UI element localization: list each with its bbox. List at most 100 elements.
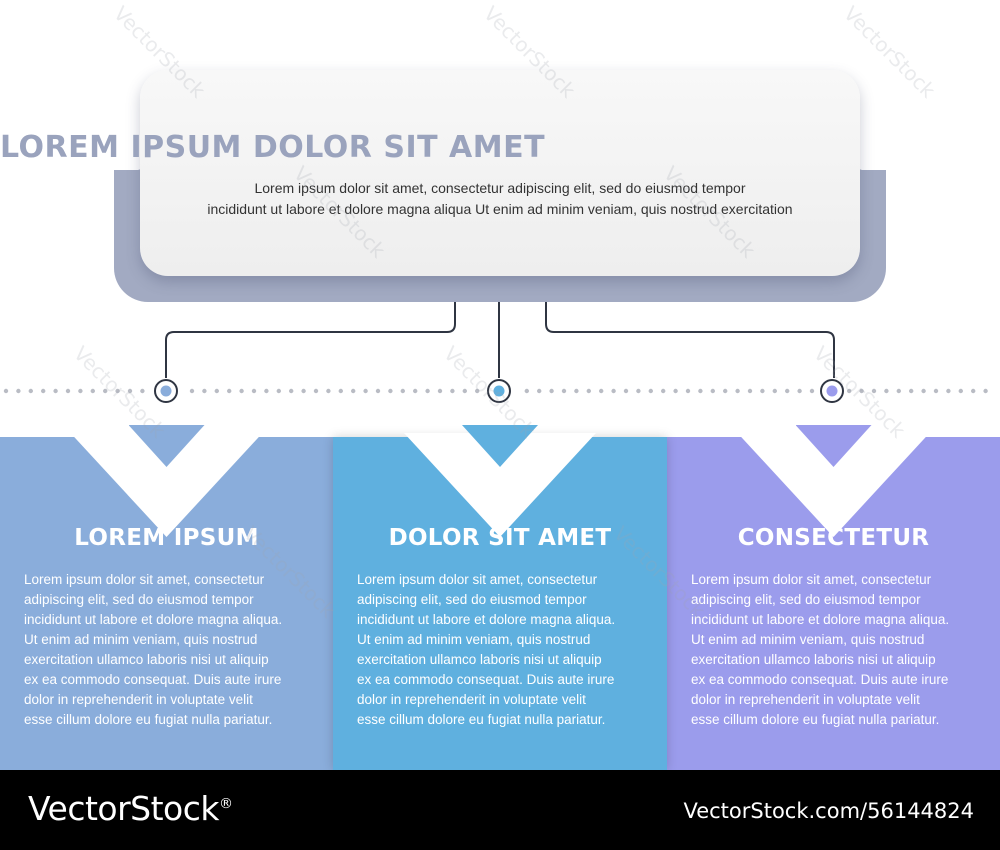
node-left-dot <box>160 385 172 397</box>
divider-dot <box>276 388 281 394</box>
divider-dot <box>524 388 529 394</box>
header-card <box>140 70 860 276</box>
divider-dot <box>264 388 269 394</box>
divider-dot <box>623 388 629 394</box>
divider-dot <box>103 388 108 394</box>
divider-dot <box>561 388 567 394</box>
divider-dot <box>549 388 554 394</box>
divider-dot <box>425 388 430 394</box>
column-1-title: LOREM IPSUM <box>74 525 259 551</box>
divider-dot <box>214 388 219 394</box>
divider-dot <box>450 388 455 394</box>
divider-dot <box>78 388 83 394</box>
divider-dot <box>400 388 405 394</box>
column-text-line: incididunt ut labore et dolore magna ali… <box>24 612 283 627</box>
divider-dot <box>388 388 393 394</box>
divider-dot <box>3 388 9 394</box>
column-1: LOREM IPSUM Lorem ipsum dolor sit amet, … <box>0 425 333 770</box>
column-text-line: exercitation ullamco laboris nisi ut ali… <box>691 652 936 667</box>
banner-brand: VectorStock® <box>28 789 233 828</box>
divider-dot <box>648 388 653 394</box>
divider-dot <box>760 388 765 394</box>
divider-dot <box>375 388 381 394</box>
divider-dot <box>809 388 815 394</box>
divider-dot <box>983 388 988 394</box>
divider-dot <box>338 388 343 394</box>
header-text-line-2: incididunt ut labore et dolore magna ali… <box>207 201 793 217</box>
divider-dot <box>301 388 306 394</box>
column-text-line: dolor in reprehenderit in voluptate veli… <box>357 692 586 707</box>
divider-dot <box>41 388 46 394</box>
divider-dot <box>909 388 914 394</box>
divider-dot <box>251 388 257 394</box>
divider-dot <box>53 388 58 394</box>
divider-dot <box>797 388 802 394</box>
divider-dot <box>871 388 877 394</box>
connector-left <box>165 298 456 378</box>
node-center-dot <box>493 385 505 397</box>
column-text-line: adipiscing elit, sed do eiusmod tempor <box>357 592 587 607</box>
divider-dot <box>599 388 604 394</box>
connector-lines <box>3 298 988 403</box>
divider-dot <box>413 388 418 394</box>
column-text-line: Ut enim ad minim veniam, quis nostrud <box>357 632 591 647</box>
divider-dot <box>710 388 715 394</box>
divider-dot <box>723 388 728 394</box>
column-text-line: Lorem ipsum dolor sit amet, consectetur <box>357 572 598 587</box>
column-text-line: incididunt ut labore et dolore magna ali… <box>357 612 616 627</box>
divider-dot <box>747 388 753 394</box>
column-text-line: esse cillum dolore eu fugiat nulla paria… <box>691 712 940 727</box>
divider-dot <box>227 388 232 394</box>
banner-image-ref: VectorStock.com/56144824 <box>683 799 974 823</box>
column-text-line: ex ea commodo consequat. Duis aute irure <box>24 672 282 687</box>
column-text-line: adipiscing elit, sed do eiusmod tempor <box>24 592 254 607</box>
registered-mark: ® <box>219 796 233 812</box>
divider-dot <box>896 388 901 394</box>
column-1-text: Lorem ipsum dolor sit amet, consectetur a… <box>24 570 321 730</box>
divider-dot <box>313 388 319 394</box>
column-text-line: exercitation ullamco laboris nisi ut ali… <box>24 652 269 667</box>
divider-dot <box>772 388 777 394</box>
column-text-line: Lorem ipsum dolor sit amet, consectetur <box>24 572 265 587</box>
column-text-line: dolor in reprehenderit in voluptate veli… <box>24 692 253 707</box>
divider-dot <box>574 388 579 394</box>
column-text-line: ex ea commodo consequat. Duis aute irure <box>357 672 615 687</box>
column-text-line: exercitation ullamco laboris nisi ut ali… <box>357 652 602 667</box>
divider-dot <box>140 388 145 394</box>
divider-dot <box>326 388 331 394</box>
divider-dot <box>351 388 356 394</box>
divider-dot <box>289 388 294 394</box>
divider-dot <box>127 388 133 394</box>
divider-dot <box>735 388 740 394</box>
divider-dot <box>202 388 207 394</box>
divider-dot <box>65 388 71 394</box>
divider-dot <box>971 388 976 394</box>
node-right-dot <box>826 385 838 397</box>
divider-dot <box>636 388 641 394</box>
column-text-line: Ut enim ad minim veniam, quis nostrud <box>691 632 925 647</box>
divider-dot <box>90 388 96 394</box>
divider-dot <box>537 388 542 394</box>
divider-dot <box>884 388 889 394</box>
divider-dot <box>189 388 195 394</box>
connector-nodes <box>154 379 844 403</box>
column-2-title: DOLOR SIT AMET <box>388 525 612 551</box>
divider-dot <box>785 388 790 394</box>
divider-dot <box>462 388 467 394</box>
divider-dot <box>847 388 852 394</box>
divider-dot <box>28 388 33 394</box>
column-3: CONSECTETUR Lorem ipsum dolor sit amet, … <box>667 425 1000 770</box>
column-3-text: Lorem ipsum dolor sit amet, consectetur a… <box>691 570 988 730</box>
brand-name: VectorStock <box>28 789 220 828</box>
divider-dot <box>115 388 120 394</box>
divider-dot <box>946 388 951 394</box>
divider-dot <box>698 388 703 394</box>
watermark-banner: VectorStock® VectorStock.com/56144824 <box>0 770 1000 850</box>
divider-dot <box>363 388 368 394</box>
column-text-line: adipiscing elit, sed do eiusmod tempor <box>691 592 921 607</box>
column-text-line: Lorem ipsum dolor sit amet, consectetur <box>691 572 932 587</box>
column-text-line: esse cillum dolore eu fugiat nulla paria… <box>357 712 606 727</box>
header-title: LOREM IPSUM DOLOR SIT AMET <box>0 130 546 165</box>
divider-dot <box>475 388 480 394</box>
